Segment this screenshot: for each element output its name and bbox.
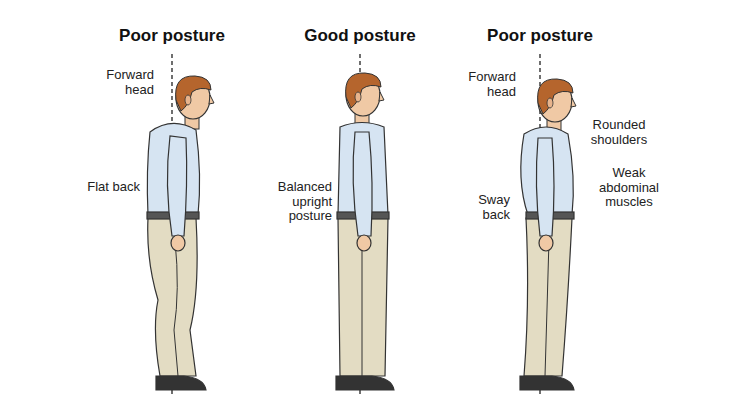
panel-heading: Poor posture [460, 26, 620, 45]
panel-heading: Good posture [280, 26, 440, 45]
posture-label: Weak abdominal muscles [584, 166, 674, 210]
figure-good-posture [336, 73, 394, 390]
plumb-lines [172, 54, 540, 396]
posture-label: Balanced upright posture [250, 180, 332, 224]
posture-label: Flat back [84, 180, 140, 195]
posture-label: Rounded shoulders [576, 118, 662, 147]
figure-flat-back [147, 76, 214, 390]
figure-sway-back [520, 79, 576, 390]
panel-heading: Poor posture [92, 26, 252, 45]
posture-label: Forward head [452, 70, 516, 99]
posture-label: Forward head [92, 68, 154, 97]
posture-label: Sway back [450, 193, 510, 222]
